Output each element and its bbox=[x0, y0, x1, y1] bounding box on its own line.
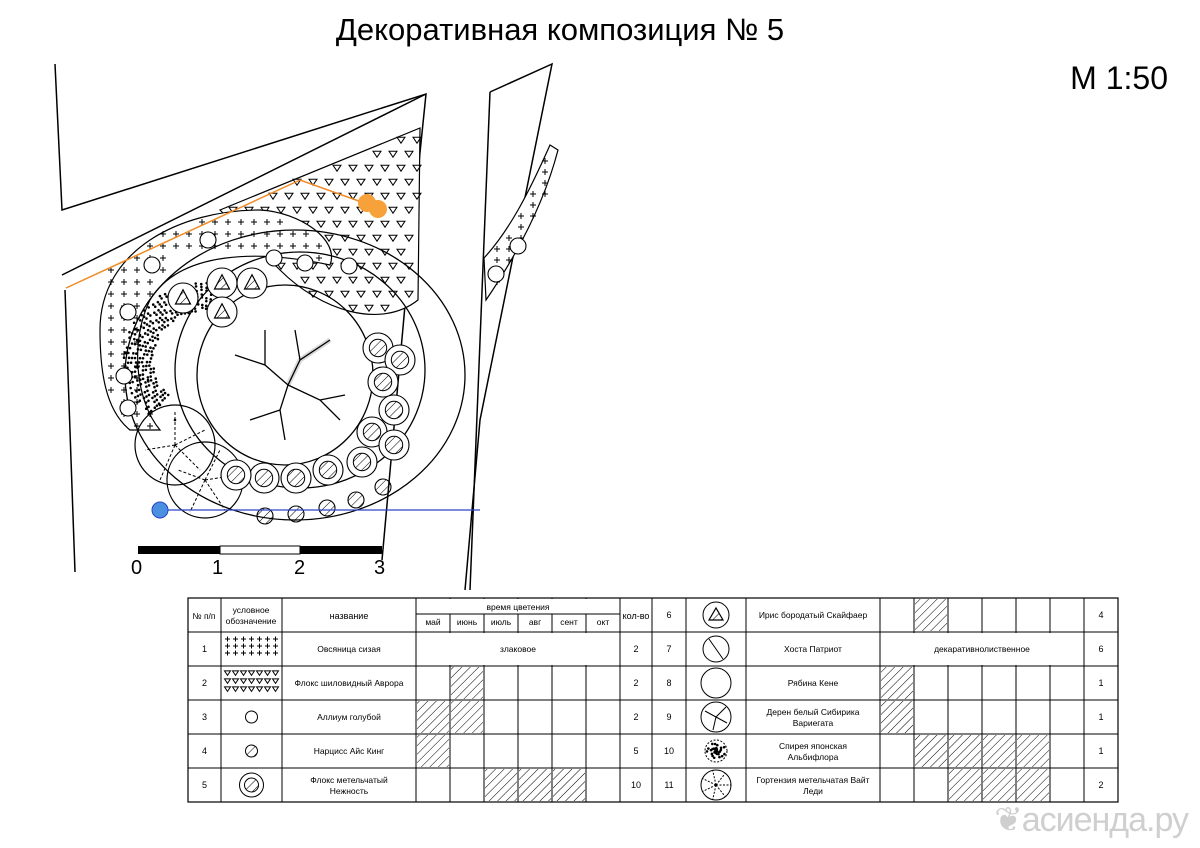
watermark: ❦асиенда.ру bbox=[994, 800, 1189, 840]
row-quantity: 1 bbox=[1098, 712, 1103, 722]
table-text: условное bbox=[233, 605, 270, 615]
measurement-lines bbox=[65, 179, 480, 519]
plant-name: Вариегата bbox=[793, 718, 834, 728]
row-number: 10 bbox=[664, 746, 674, 756]
phlox-plant bbox=[346, 446, 378, 478]
plant-name: Овсяница сизая bbox=[317, 644, 381, 654]
plant-name: Флокс метельчатый bbox=[310, 775, 388, 785]
allium-plant bbox=[509, 237, 527, 255]
phlox-plant bbox=[378, 394, 410, 426]
row-quantity: 6 bbox=[1098, 644, 1103, 654]
row-number: 1 bbox=[202, 644, 207, 654]
phlox-plant bbox=[220, 459, 252, 491]
plant-name: Леди bbox=[803, 786, 823, 796]
allium-plant bbox=[143, 256, 161, 274]
table-text: июнь bbox=[457, 617, 478, 627]
phlox-plant bbox=[367, 366, 399, 398]
phlox-plant bbox=[384, 344, 416, 376]
allium-plant bbox=[119, 303, 137, 321]
table-text: авг bbox=[529, 617, 541, 627]
row-quantity: 1 bbox=[1098, 678, 1103, 688]
row-quantity: 2 bbox=[1098, 780, 1103, 790]
scale-label: М 1:50 bbox=[1070, 60, 1168, 96]
table-text: время цветения bbox=[486, 602, 549, 612]
row-number: 9 bbox=[666, 712, 671, 722]
row-quantity: 2 bbox=[633, 678, 638, 688]
scale-tick-3: 3 bbox=[374, 557, 385, 579]
plant-name: Спирея японская bbox=[779, 741, 847, 751]
scale-tick-1: 1 bbox=[212, 557, 223, 579]
row-quantity: 4 bbox=[1098, 610, 1103, 620]
allium-plant bbox=[115, 367, 133, 385]
plant-name: Ирис бородатый Скайфаер bbox=[759, 610, 868, 620]
row-number: 3 bbox=[202, 712, 207, 722]
table-text: окт bbox=[597, 617, 610, 627]
allium-plant bbox=[199, 231, 217, 249]
plant-name: Нарцисс Айс Кинг bbox=[314, 746, 385, 756]
cornus-center bbox=[234, 329, 346, 441]
scale-tick-2: 2 bbox=[294, 557, 305, 579]
phlox-plant bbox=[378, 429, 410, 461]
row-quantity: 2 bbox=[633, 712, 638, 722]
iris-plant bbox=[236, 267, 268, 299]
scale-bar: 0 1 2 3 bbox=[131, 545, 385, 579]
table-text: июль bbox=[491, 617, 512, 627]
allium-plant bbox=[119, 399, 137, 417]
page-title: Декоративная композиция № 5 bbox=[335, 12, 785, 47]
iris-plant bbox=[206, 296, 238, 328]
bed-fescue-strip bbox=[483, 144, 559, 302]
bloom-note: злаковое bbox=[500, 644, 536, 654]
plant-name: Флокс шиловидный Аврора bbox=[295, 678, 404, 688]
allium-plant bbox=[296, 254, 314, 272]
plant-name: Аллиум голубой bbox=[317, 712, 381, 722]
row-number: 2 bbox=[202, 678, 207, 688]
leaf-icon: ❦ bbox=[994, 801, 1022, 839]
plant-name: Гортензия метельчатая Вайт bbox=[757, 775, 870, 785]
bloom-note: декаративнолиственное bbox=[934, 644, 1030, 654]
narcissus-plant bbox=[318, 499, 336, 517]
narcissus-plant bbox=[374, 478, 392, 496]
row-number: 7 bbox=[666, 644, 671, 654]
plant-name: Хоста Патриот bbox=[784, 644, 842, 654]
row-quantity: 1 bbox=[1098, 746, 1103, 756]
row-number: 6 bbox=[666, 610, 671, 620]
allium-plant bbox=[265, 249, 283, 267]
phlox-plant bbox=[280, 462, 312, 494]
plant-name: Рябина Кене bbox=[788, 678, 839, 688]
row-quantity: 5 bbox=[633, 746, 638, 756]
phlox-plant bbox=[248, 462, 280, 494]
allium-plant bbox=[340, 257, 358, 275]
allium-plant bbox=[487, 265, 505, 283]
table-text: кол-во bbox=[623, 611, 650, 621]
scale-tick-0: 0 bbox=[131, 557, 142, 579]
narcissus-plant bbox=[256, 507, 274, 525]
row-number: 4 bbox=[202, 746, 207, 756]
table-text: название bbox=[330, 611, 369, 621]
narcissus-plant bbox=[287, 505, 305, 523]
phlox-plant bbox=[312, 454, 344, 486]
row-number: 5 bbox=[202, 780, 207, 790]
table-text: май bbox=[425, 617, 441, 627]
row-quantity: 10 bbox=[631, 780, 641, 790]
table-text: сент bbox=[560, 617, 578, 627]
watermark-text: асиенда.ру bbox=[1021, 801, 1189, 839]
plant-name: Нежность bbox=[330, 786, 369, 796]
narcissus-plant bbox=[347, 491, 365, 509]
plant-name: Альбифлора bbox=[788, 752, 839, 762]
plant-name: Дерен белый Сибирика bbox=[766, 707, 859, 717]
row-number: 11 bbox=[664, 780, 673, 790]
row-quantity: 2 bbox=[633, 644, 638, 654]
iris-plant bbox=[167, 282, 199, 314]
row-number: 8 bbox=[666, 678, 671, 688]
table-text: обозначение bbox=[226, 616, 277, 626]
iris-plant bbox=[206, 267, 238, 299]
table-text: № п/п bbox=[192, 611, 215, 621]
plant-symbols bbox=[115, 231, 527, 525]
